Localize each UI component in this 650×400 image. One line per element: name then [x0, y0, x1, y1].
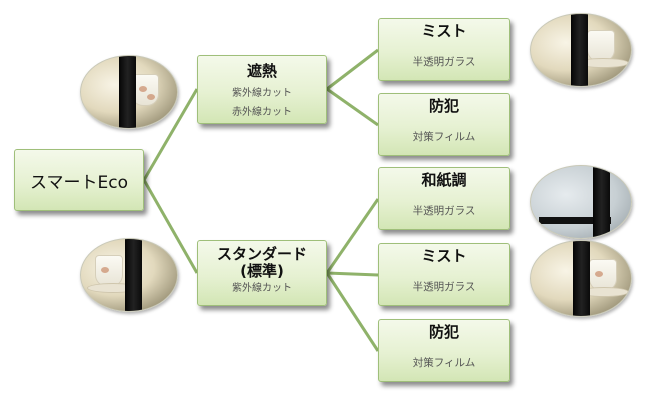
leaf-title: 防犯 — [428, 97, 459, 115]
connector-root-to-shanetsu — [142, 88, 199, 181]
leaf-subtitle: 半透明ガラス — [412, 56, 476, 68]
node-standard-feature-uv: 紫外線カット — [232, 283, 292, 294]
node-shanetsu-feature-uv: 紫外線カット — [232, 88, 292, 99]
leaf-title: 和紙調 — [421, 171, 467, 189]
root-label: スマートEco — [30, 172, 128, 193]
node-shanetsu-title: 遮熱 — [246, 62, 277, 80]
node-standard-title-sub: (標準) — [240, 262, 284, 280]
node-shanetsu-feature-ir: 赤外線カット — [232, 107, 292, 118]
leaf-standard-bohan: 防犯 対策フィルム — [378, 319, 510, 382]
connector-shanetsu-to-bohan — [326, 87, 379, 127]
node-standard: スタンダード (標準) 紫外線カット — [197, 240, 327, 306]
sample-photo-washi — [530, 165, 632, 239]
node-standard-title: スタンダード — [216, 245, 307, 263]
leaf-title: ミスト — [421, 22, 467, 40]
leaf-standard-mist: ミスト 半透明ガラス — [378, 243, 510, 306]
connector-shanetsu-to-mist — [326, 48, 379, 91]
sample-photo-shanetsu — [80, 55, 178, 129]
leaf-subtitle: 対策フィルム — [412, 131, 476, 143]
connector-root-to-standard — [142, 179, 199, 274]
leaf-subtitle: 対策フィルム — [412, 357, 476, 369]
leaf-title: 防犯 — [428, 323, 459, 341]
leaf-shanetsu-mist: ミスト 半透明ガラス — [378, 18, 510, 81]
sample-photo-mist-2 — [530, 240, 632, 317]
sample-photo-standard — [80, 238, 178, 312]
connector-standard-to-washi — [325, 198, 380, 274]
connector-standard-to-bohan — [325, 272, 380, 352]
leaf-subtitle: 半透明ガラス — [412, 281, 476, 293]
leaf-standard-washi: 和紙調 半透明ガラス — [378, 167, 510, 230]
leaf-title: ミスト — [421, 247, 467, 265]
sample-photo-mist-1 — [530, 13, 632, 87]
connector-standard-to-mist — [326, 271, 379, 277]
node-shanetsu: 遮熱 紫外線カット 赤外線カット — [197, 55, 327, 124]
leaf-shanetsu-bohan: 防犯 対策フィルム — [378, 93, 510, 156]
root-node-smart-eco: スマートEco — [14, 149, 144, 211]
leaf-subtitle: 半透明ガラス — [412, 205, 476, 217]
